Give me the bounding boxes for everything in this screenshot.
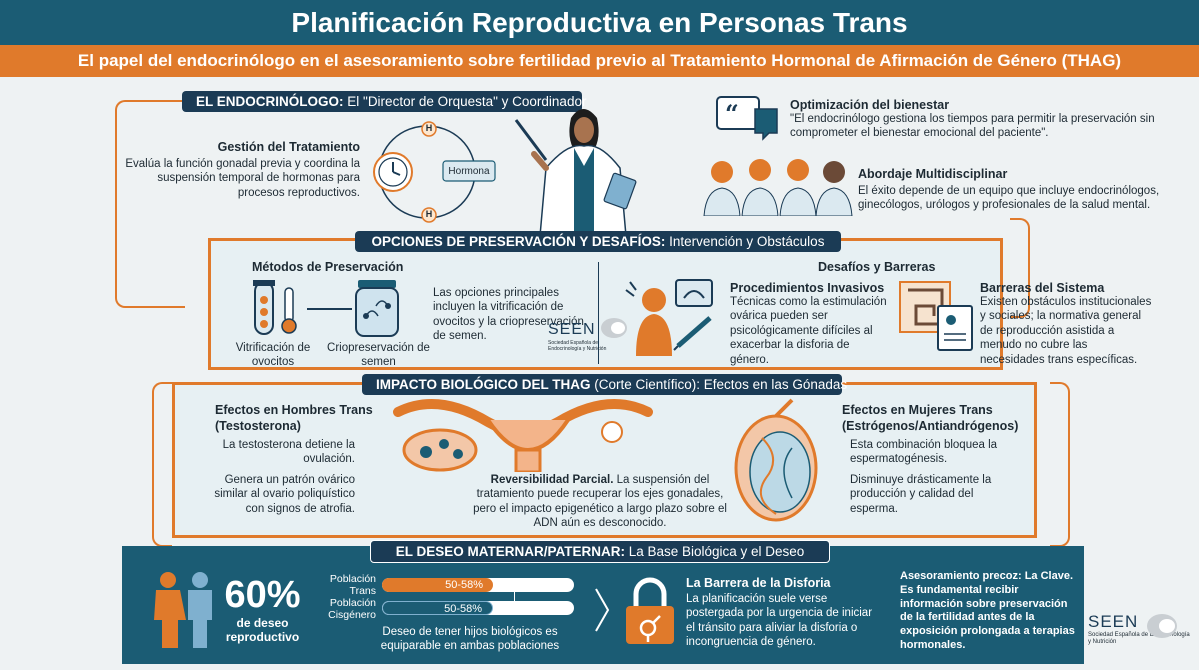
cycle-h-bottom: H: [425, 209, 433, 219]
barriers-text: Existen obstáculos institucionales y soc…: [980, 296, 1152, 366]
cryo-jar-icon: [355, 280, 399, 337]
seen-logo-middle: SEEN Sociedad Española de Endocrinología…: [548, 320, 608, 352]
preservation-title-bold: OPCIONES DE PRESERVACIÓN Y DESAFÍOS:: [371, 234, 666, 249]
cycle-hormone-label: Hormona: [448, 166, 490, 177]
reproductive-desire-label: de deseo reproductivo: [225, 616, 300, 645]
quote-bubble-icon: “: [716, 96, 778, 141]
multidisciplinary-text: El éxito depende de un equipo que incluy…: [858, 185, 1160, 212]
endo-section-title: EL ENDOCRINÓLOGO: El "Director de Orques…: [182, 91, 586, 112]
trans-women-title: Efectos en Mujeres Trans (Estrógenos/Ant…: [842, 403, 1019, 433]
trans-men-title: Efectos en Hombres Trans (Testosterona): [215, 403, 373, 433]
left-connector-top: [115, 100, 185, 308]
left-connector-bottom: [152, 382, 172, 547]
bar2-fill: 50-58%: [382, 601, 493, 615]
padlock-gender-icon: [626, 577, 674, 644]
endo-title-rest: El "Director de Orquesta" y Coordinador: [343, 94, 587, 109]
trans-women-text-2: Disminuye drásticamente la producción y …: [850, 474, 992, 515]
seen-logo-bottom: SEEN Sociedad Española de Endocrinología…: [1088, 612, 1193, 646]
trans-men-text-2: Genera un patrón ovárico similar al ovar…: [214, 474, 355, 515]
early-advice-text: Asesoramiento precoz: La Clave. Es funda…: [900, 570, 1075, 651]
methods-text: Las opciones principales incluyen la vit…: [433, 287, 584, 343]
seen-logo-bottom-subtext: Sociedad Española de Endocrinología y Nu…: [1088, 632, 1190, 645]
trans-men-text-1: La testosterona detiene la ovulación.: [222, 439, 355, 466]
seen-logo-text: SEEN: [548, 321, 596, 338]
impact-title-rest: (Corte Científico): Efectos en las Gónad…: [590, 377, 848, 392]
invasive-procedure-icon: [625, 279, 713, 356]
test-tube-icon: [253, 280, 297, 335]
bar1-value: 50-58%: [445, 579, 483, 591]
reversibility-text: Reversibilidad Parcial. La suspensión de…: [470, 473, 730, 531]
seen-logo-subtext: Sociedad Española de Endocrinología y Nu…: [548, 340, 607, 352]
right-connector-top: [1010, 218, 1030, 318]
challenges-title: Desafíos y Barreras: [818, 260, 936, 274]
trans-women-text-1: Esta combinación bloquea la espermatogén…: [850, 439, 998, 466]
desire-title-bold: EL DESEO MATERNAR/PATERNAR:: [395, 544, 625, 559]
preservation-section-title: OPCIONES DE PRESERVACIÓN Y DESAFÍOS: Int…: [355, 231, 841, 252]
reversibility-bold: Reversibilidad Parcial.: [490, 474, 614, 486]
vitrification-label: Vitrificación de ovocitos: [235, 342, 311, 369]
preservation-divider: [598, 262, 599, 364]
endocrinologist-illustration: [514, 109, 637, 236]
bar2-value: 50-58%: [444, 603, 482, 615]
invasive-title: Procedimientos Invasivos: [730, 281, 885, 295]
bar1-fill: 50-58%: [382, 578, 493, 592]
optimization-text: "El endocrinólogo gestiona los tiempos p…: [790, 113, 1155, 140]
desire-section-title: EL DESEO MATERNAR/PATERNAR: La Base Biol…: [370, 540, 830, 563]
seen-emblem-icon: [601, 318, 627, 338]
endo-title-bold: EL ENDOCRINÓLOGO:: [196, 94, 344, 109]
multidisciplinary-title: Abordaje Multidisciplinar: [858, 167, 1008, 181]
uterus-illustration: [393, 399, 653, 472]
medical-team-icon: [703, 159, 853, 216]
dysphoria-title: La Barrera de la Disforia: [686, 576, 831, 590]
seen-emblem-bottom-icon: [1147, 614, 1177, 638]
page-subtitle: El papel del endocrinólogo en el asesora…: [0, 45, 1199, 77]
bars-bracket: [505, 584, 515, 608]
hormone-cycle-diagram: [373, 121, 496, 223]
maze-document-icon: [899, 281, 973, 351]
svg-text:“: “: [725, 99, 739, 128]
methods-title: Métodos de Preservación: [252, 260, 404, 274]
people-icon: [154, 572, 212, 648]
bar2-label: Población Cisgénero: [328, 597, 376, 622]
testis-illustration: [734, 398, 818, 522]
chevron-right-icon: [595, 588, 610, 632]
bars-caption: Deseo de tener hijos biológicos es equip…: [380, 626, 560, 653]
preservation-title-rest: Intervención y Obstáculos: [665, 234, 825, 249]
methods-connector-line: [307, 308, 352, 310]
dysphoria-text: La planificación suele verse postergada …: [686, 593, 873, 649]
reversibility-body: La suspensión del tratamiento puede recu…: [473, 474, 727, 530]
right-connector-bottom: [1050, 382, 1070, 547]
impact-section-title: IMPACTO BIOLÓGICO DEL THAG (Corte Cientí…: [362, 374, 847, 395]
gestion-title: Gestión del Tratamiento: [217, 140, 360, 154]
desire-title-rest: La Base Biológica y el Deseo: [624, 544, 805, 559]
bar1-track: 50-58%: [382, 578, 574, 592]
desire-panel: [122, 546, 1084, 664]
cycle-h-top: H: [425, 123, 433, 133]
seen-logo-bottom-text: SEEN: [1088, 612, 1139, 631]
cryopreservation-label: Criopreservación de semen: [327, 342, 430, 369]
bar2-track: 50-58%: [382, 601, 574, 615]
gestion-text: Evalúa la función gonadal previa y coord…: [125, 158, 360, 199]
impact-title-bold: IMPACTO BIOLÓGICO DEL THAG: [376, 377, 591, 392]
page-title: Planificación Reproductiva en Personas T…: [0, 0, 1199, 45]
invasive-text: Técnicas como la estimulación ovárica pu…: [730, 296, 887, 366]
barriers-title: Barreras del Sistema: [980, 281, 1105, 295]
reproductive-desire-percent: 60%: [224, 574, 301, 616]
preservation-panel: [208, 238, 1003, 370]
optimization-title: Optimización del bienestar: [790, 98, 950, 112]
bar1-label: Población Trans: [329, 573, 376, 598]
